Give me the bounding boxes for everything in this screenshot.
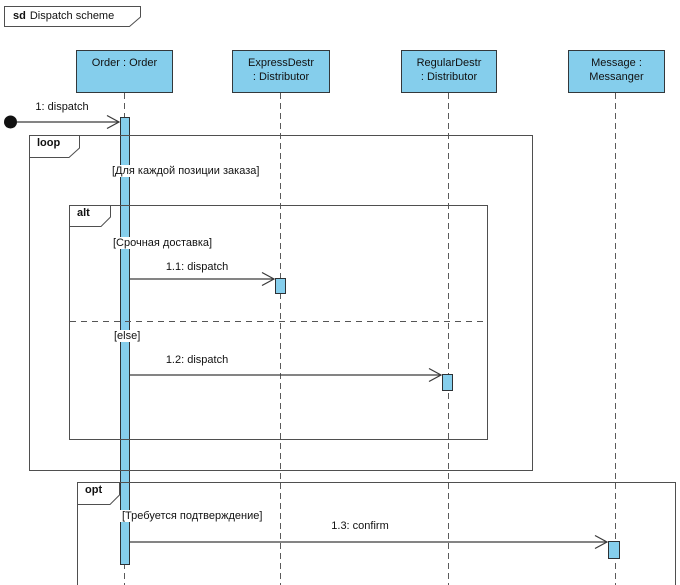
lifeline-head-regular-destr[interactable]: RegularDestr : Distributor <box>401 50 497 93</box>
lifeline-name: Order : Order <box>91 57 158 69</box>
lifeline-name: RegularDestr <box>416 57 482 69</box>
fragment-pentagon <box>69 205 111 227</box>
guard-loop: [Для каждой позиции заказа] <box>110 165 262 177</box>
lifeline-messanger <box>615 93 616 585</box>
guard-opt: [Требуется подтверждение] <box>120 510 265 522</box>
lifeline-head-order[interactable]: Order : Order <box>76 50 173 93</box>
frame-title-text: Dispatch scheme <box>29 10 115 22</box>
fragment-pentagon <box>29 135 80 158</box>
lifeline-name-line2: : Distributor <box>420 70 478 83</box>
activation-regular-destr[interactable] <box>442 374 453 391</box>
guard-alt-else: [else] <box>112 330 143 342</box>
message-label-1-3-confirm: 1.3: confirm <box>329 520 391 532</box>
frame-keyword: sd <box>13 10 26 22</box>
open-arrowhead-icon <box>106 114 121 130</box>
found-message-dot <box>4 115 17 129</box>
fragment-opt[interactable]: opt <box>77 482 676 585</box>
message-label-1-1-dispatch: 1.1: dispatch <box>163 261 231 273</box>
lifeline-head-messanger[interactable]: Message : Messanger <box>568 50 665 93</box>
lifeline-name-line2: : Distributor <box>252 70 310 83</box>
fragment-opt-label: opt <box>77 482 120 505</box>
message-label-1-2-dispatch: 1.2: dispatch <box>163 354 231 366</box>
lifeline-name: ExpressDestr <box>247 57 315 69</box>
lifeline-express-destr <box>280 93 281 585</box>
fragment-alt[interactable]: alt <box>69 205 488 440</box>
guard-alt-urgent: [Срочная доставка] <box>111 237 215 249</box>
frame-pentagon <box>4 6 141 27</box>
lifeline-regular-destr <box>448 93 449 585</box>
activation-messanger[interactable] <box>608 541 620 559</box>
fragment-operator: opt <box>85 484 103 496</box>
fragment-pentagon <box>77 482 120 505</box>
lifeline-name: Message : <box>591 57 642 69</box>
fragment-loop[interactable]: loop <box>29 135 533 471</box>
lifeline-head-express-destr[interactable]: ExpressDestr : Distributor <box>232 50 330 93</box>
fragment-alt-label: alt <box>69 205 111 227</box>
activation-express-destr[interactable] <box>275 278 286 294</box>
lifeline-name-line2: Messanger <box>589 70 644 83</box>
message-found-dispatch[interactable] <box>4 114 121 130</box>
fragment-operator: alt <box>77 207 90 219</box>
fragment-loop-label: loop <box>29 135 80 158</box>
alt-separator <box>70 321 487 322</box>
message-label-dispatch: 1: dispatch <box>33 101 91 113</box>
fragment-operator: loop <box>37 137 61 149</box>
